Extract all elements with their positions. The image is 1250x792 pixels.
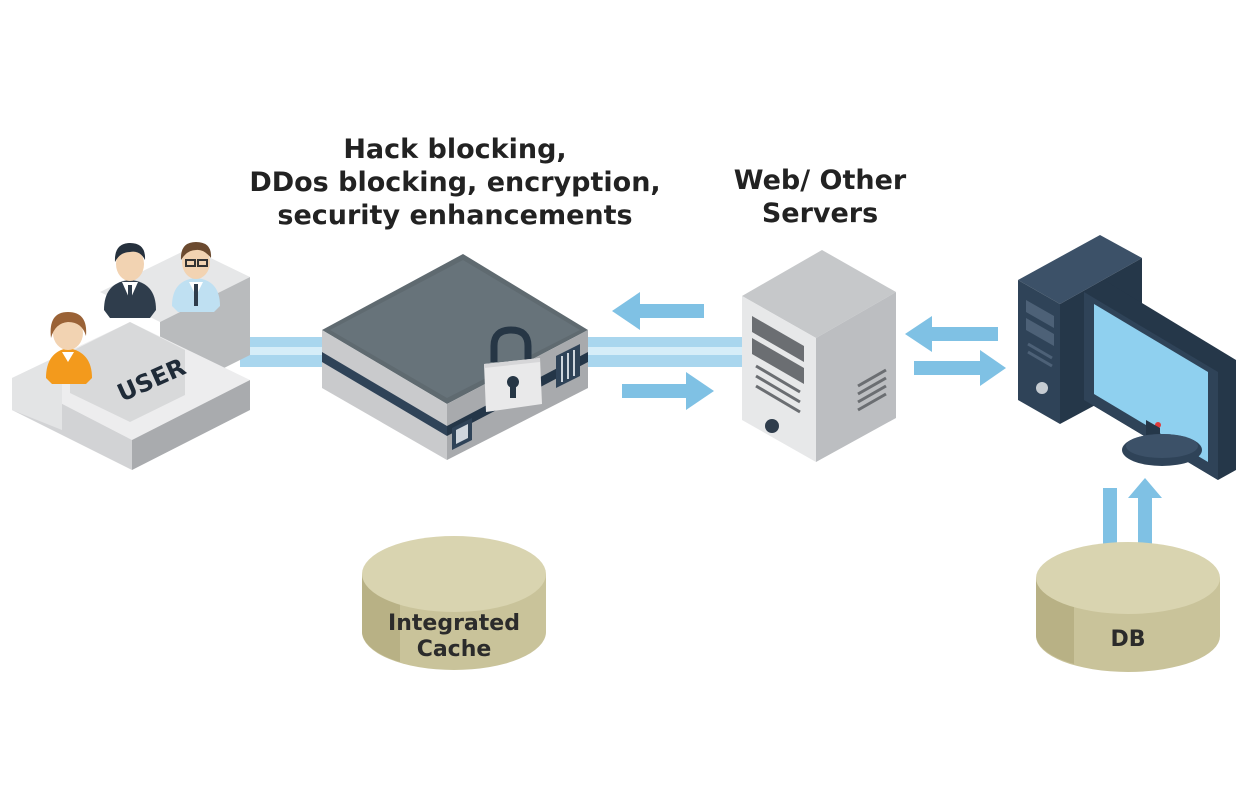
arrow-left-computer-to-server — [905, 316, 998, 352]
servers-caption-line2: Servers — [761, 198, 879, 229]
computer-icon — [1018, 235, 1236, 480]
person-suit — [104, 243, 156, 318]
person-glasses — [172, 242, 220, 312]
firewall-lock-icon — [322, 254, 588, 460]
security-caption-line2: DDos blocking, encryption, — [249, 167, 661, 198]
security-caption: Hack blocking, DDos blocking, encryption… — [235, 133, 675, 232]
security-caption-line3: security enhancements — [277, 200, 633, 231]
cache-label-line2: Cache — [417, 637, 492, 662]
person-orange — [46, 312, 92, 384]
cache-label-line1: Integrated — [388, 611, 520, 636]
arrow-right-firewall-to-server — [622, 372, 714, 410]
connector-users-firewall — [240, 337, 335, 367]
db-label: DB — [1110, 627, 1145, 652]
servers-caption: Web/ Other Servers — [700, 164, 940, 230]
connector-firewall-server — [580, 337, 750, 367]
cache-database-icon: Integrated Cache — [362, 536, 546, 670]
servers-caption-line1: Web/ Other — [733, 165, 907, 196]
users-icon: USER — [12, 242, 250, 470]
arrow-left-server-to-firewall — [612, 292, 704, 330]
security-caption-line1: Hack blocking, — [343, 134, 567, 165]
database-icon: DB — [1036, 542, 1220, 672]
arrow-right-server-to-computer — [914, 350, 1006, 386]
server-tower-icon — [742, 250, 896, 462]
